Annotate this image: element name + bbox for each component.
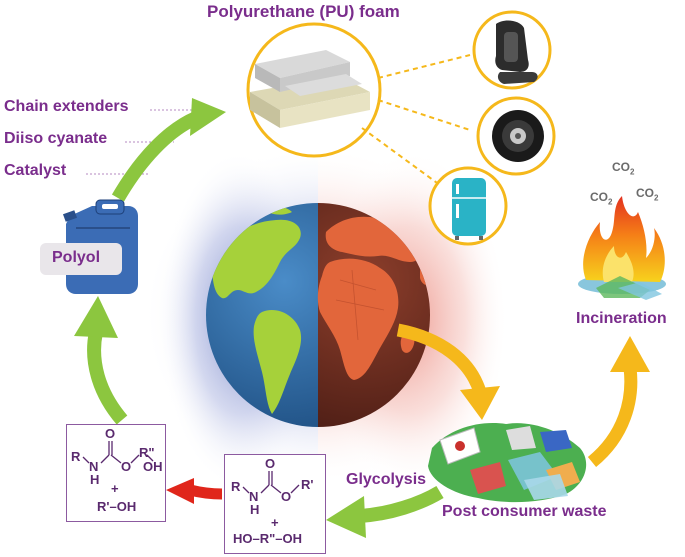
- glycolysis-reactants-box: R N H O O R' + HO–R"–OH: [224, 454, 326, 554]
- chain-extenders-label: Chain extenders: [4, 98, 129, 115]
- product-plus: +: [111, 481, 119, 496]
- product-oh: OH: [143, 459, 163, 474]
- products-bonds: [82, 441, 154, 464]
- glycolysis-label: Glycolysis: [346, 471, 427, 488]
- reactant-n: N: [249, 489, 259, 504]
- reactant-r-prime: R': [301, 477, 314, 492]
- reactant-h: H: [250, 502, 260, 517]
- arrow-to-polyol: [87, 330, 128, 425]
- incineration-label: Incineration: [576, 310, 667, 327]
- product-o-top: O: [105, 426, 116, 441]
- connector-lines: [361, 54, 471, 189]
- polyol-label: Polyol: [52, 249, 101, 266]
- glycolysis-products-box: R N H O O R" OH + R'–OH: [66, 424, 166, 522]
- diisocyanate-label: Diiso cyanate: [4, 130, 108, 147]
- post-consumer-waste-label: Post consumer waste: [442, 503, 607, 520]
- post-consumer-waste-pile: [428, 423, 587, 503]
- product-n: N: [89, 459, 99, 474]
- co2-label-top: CO2: [612, 160, 635, 177]
- incineration-fire: [578, 196, 666, 300]
- product-r: R: [71, 449, 81, 464]
- reactants-bonds: [242, 471, 300, 494]
- globe: [206, 203, 430, 427]
- product-alcohol: R'–OH: [97, 499, 137, 514]
- co2-label-left: CO2: [590, 190, 613, 207]
- africa-shape: [317, 258, 399, 380]
- reactant-o-top: O: [265, 456, 276, 471]
- arrow-to-waste: [396, 323, 487, 395]
- product-o-mid: O: [121, 459, 132, 474]
- diagram-title: Polyurethane (PU) foam: [207, 2, 400, 21]
- reactant-diol: HO–R"–OH: [233, 531, 303, 546]
- arrow-to-incineration: [587, 367, 638, 468]
- reactant-o-mid: O: [281, 489, 292, 504]
- cycle-arrows: [74, 98, 650, 538]
- polyol-label-box: [40, 243, 122, 275]
- arrow-to-glycolysis: [359, 485, 444, 523]
- product-h: H: [90, 472, 100, 487]
- pu-foam-image: [246, 22, 382, 158]
- arrow-to-foam: [111, 111, 199, 202]
- south-america-shape: [253, 310, 302, 414]
- reactant-r: R: [231, 479, 241, 494]
- product-r-double-prime: R": [139, 445, 155, 460]
- co2-label-right: CO2: [636, 186, 659, 203]
- fridge-product: [428, 166, 508, 246]
- car-seat-product: [472, 10, 552, 90]
- reactant-plus: +: [271, 515, 279, 530]
- arrow-glycolysis-products: [188, 484, 223, 500]
- wheel-product: [476, 96, 556, 176]
- catalyst-label: Catalyst: [4, 162, 67, 179]
